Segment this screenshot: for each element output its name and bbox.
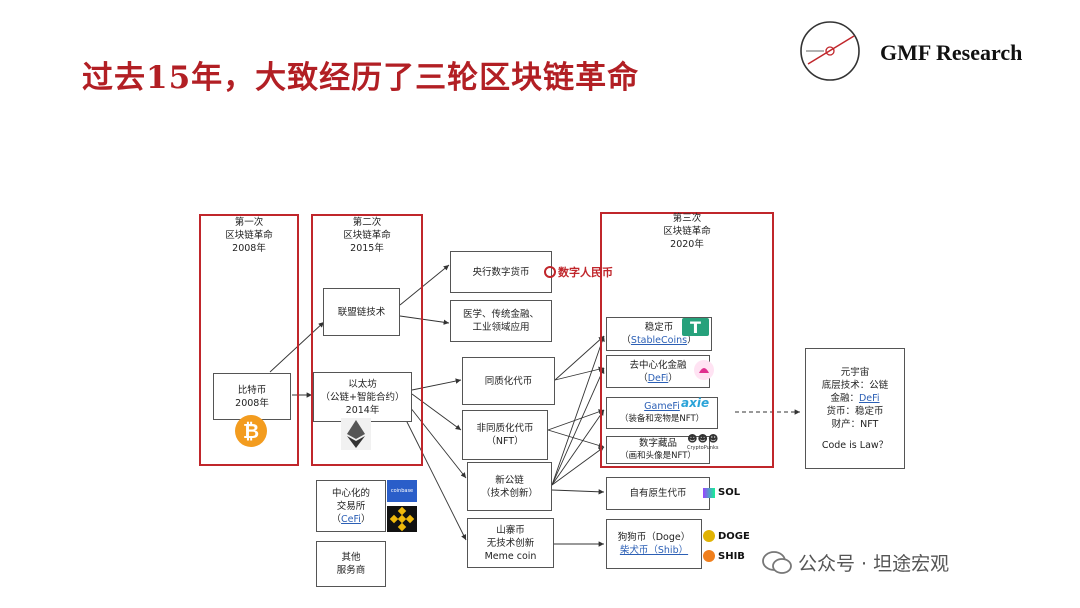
shib-icon [703,550,715,562]
axie-logo: axie [681,396,710,410]
doge-icon [703,530,715,542]
unicorn-icon [694,360,714,380]
node-fungible-token: 同质化代币 [462,357,555,405]
wechat-icon [762,550,792,574]
digital-rmb-logo: 数字人民币 [544,264,613,280]
slide-title: 过去15年，大致经历了三轮区块链革命 [82,60,640,96]
node-metaverse: 元宇宙 底层技术：公链 金融：DeFi 货币：稳定币 财产：NFT Code i… [805,348,905,469]
svg-text:T: T [690,318,701,336]
coinbase-logo: coinbase [387,480,417,502]
brand-name: GMF Research [880,40,1023,65]
node-defi: 去中心化金融 （DeFi） [606,355,710,388]
node-cex: 中心化的交易所 （CeFi） [316,480,386,532]
shib-tag: SHIB [703,550,745,562]
solana-icon [703,487,715,498]
node-collectibles: 数字藏品（画和头像是NFT） [606,436,710,464]
node-new-public-chain: 新公链（技术创新） [467,462,552,511]
node-other-services: 其他服务商 [316,541,386,587]
node-ethereum: 以太坊（公链+智能合约）2014年 [313,372,412,422]
era-3-frame [600,212,774,468]
node-cbdc: 央行数字货币 [450,251,552,293]
node-nft: 非同质化代币（NFT） [462,410,548,460]
era-2-frame [311,214,423,466]
bitcoin-icon: ₿ [235,415,267,447]
punks-icon: ☻☻☻ [687,434,719,445]
sol-tag: SOL [703,487,740,498]
binance-icon [387,506,417,532]
node-meme-coins: 狗狗币（Doge） 柴犬币（Shib） [606,519,702,569]
watermark: 公众号 · 坦途宏观 [762,549,949,576]
digital-rmb-icon [544,266,556,278]
tether-icon: T [682,318,709,336]
era-1-frame [199,214,299,466]
svg-text:₿: ₿ [243,419,259,443]
cryptopunks-logo: ☻☻☻ CryptoPunks [687,434,719,451]
doge-tag: DOGE [703,530,750,542]
node-gamefi: GameFi（装备和宠物是NFT） [606,397,718,429]
ethereum-icon [341,418,371,450]
node-native-token: 自有原生代币 [606,477,710,510]
node-alliance-chain: 联盟链技术 [323,288,400,336]
gmf-logo-icon [800,21,860,81]
node-industry: 医学、传统金融、工业领域应用 [450,300,552,342]
